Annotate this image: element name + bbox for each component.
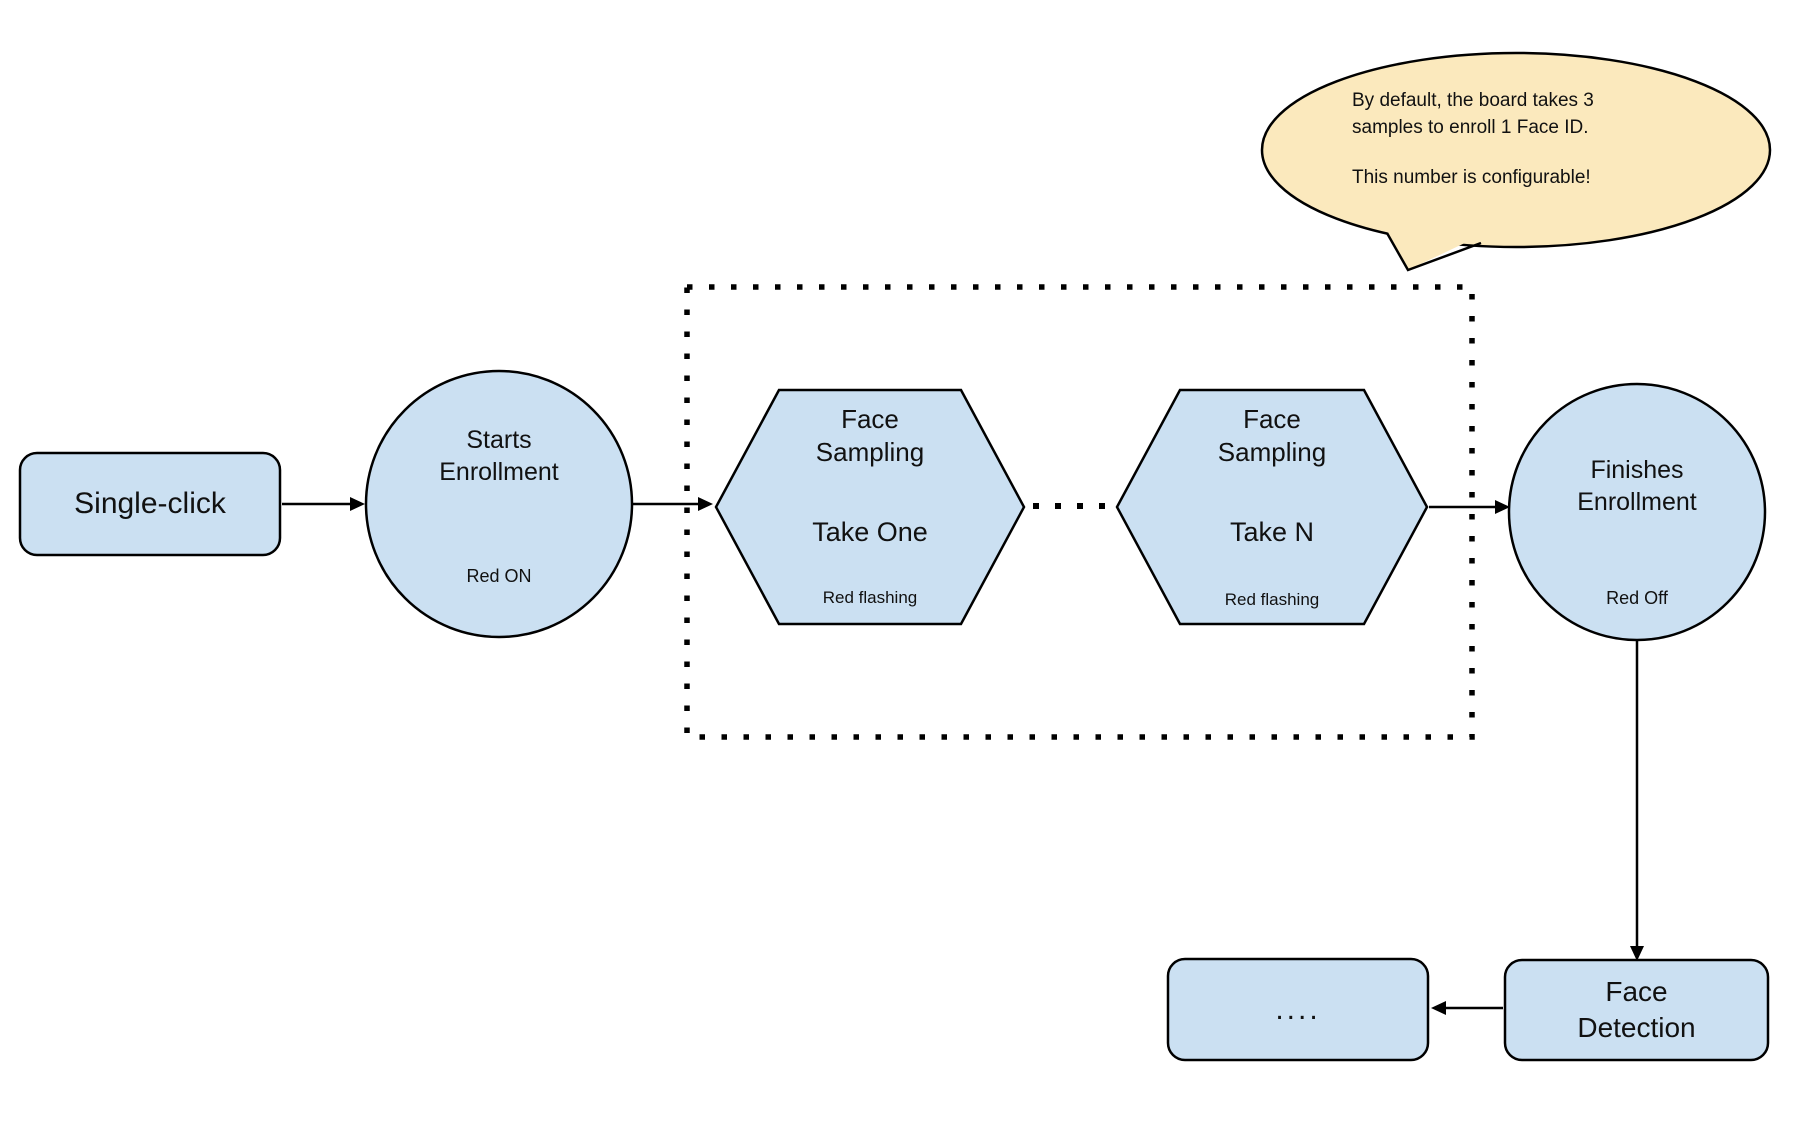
face-sampling-n-line1: Face (1243, 404, 1301, 434)
ellipsis-box-label: .... (1275, 992, 1321, 1026)
face-sampling-n-take: Take N (1229, 517, 1315, 547)
sampling-group-dotted-border (684, 284, 1475, 740)
arrow-finish-to-detection-head (1630, 946, 1644, 961)
face-detection-line2: Detection (1577, 1012, 1696, 1043)
finishes-enrollment-line1: Finishes (1590, 456, 1684, 484)
face-detection-line1: Face (1605, 976, 1668, 1007)
finishes-enrollment-status: Red Off (1606, 588, 1668, 608)
callout-line3: This number is configurable! (1352, 167, 1591, 188)
face-sampling-one-take: Take One (812, 517, 928, 547)
single-click-label: Single-click (74, 487, 226, 520)
starts-enrollment-line1: Starts (466, 426, 532, 454)
callout-bubble-ellipse (1260, 51, 1772, 249)
face-detection-label: Face Detection (1505, 960, 1768, 1060)
face-sampling-one-line2: Sampling (815, 437, 925, 467)
arrow-detection-to-ellipsis-head (1431, 1001, 1446, 1015)
callout-bubble-tail-outline (1385, 232, 1482, 272)
face-sampling-one-title: Face Sampling (716, 403, 1024, 469)
face-sampling-one-hexagon (714, 388, 1026, 626)
arrow-sampling-to-finish-head (1495, 500, 1510, 514)
face-sampling-n-status: Red flashing (1224, 590, 1320, 609)
face-detection-box (1503, 958, 1770, 1062)
callout-line2: samples to enroll 1 Face ID. (1352, 117, 1589, 138)
finishes-enrollment-line2: Enrollment (1577, 488, 1697, 516)
single-click-box (18, 451, 282, 557)
arrow-click-to-start-head (350, 497, 365, 511)
starts-enrollment-status: Red ON (466, 566, 532, 586)
callout-line1: By default, the board takes 3 (1352, 90, 1594, 111)
face-sampling-n-hexagon (1115, 388, 1429, 626)
ellipsis-box (1166, 957, 1430, 1062)
callout-bubble-tail-fill (1382, 222, 1488, 270)
face-sampling-n-title: Face Sampling (1117, 403, 1427, 469)
starts-enrollment-title: Starts Enrollment (369, 424, 629, 488)
face-sampling-one-status: Red flashing (822, 588, 918, 607)
face-sampling-n-line2: Sampling (1217, 437, 1327, 467)
finishes-enrollment-title: Finishes Enrollment (1507, 454, 1767, 518)
face-sampling-one-line1: Face (841, 404, 899, 434)
arrow-start-to-sampling-head (698, 497, 713, 511)
starts-enrollment-line2: Enrollment (439, 458, 559, 486)
starts-enrollment-circle (364, 369, 634, 639)
